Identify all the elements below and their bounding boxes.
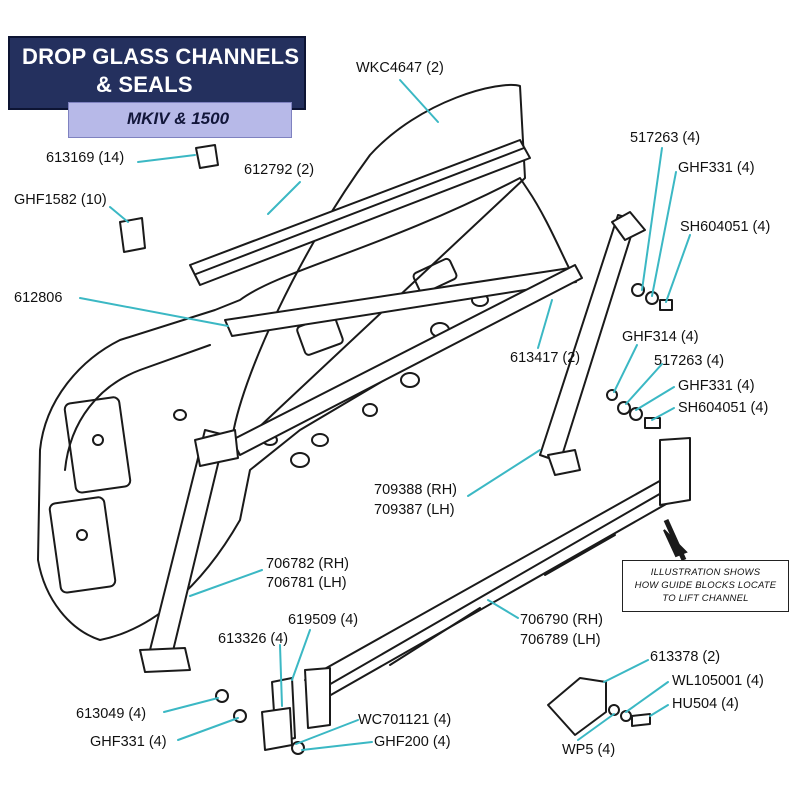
leader-709388: [467, 449, 541, 497]
title-line1: DROP GLASS CHANNELS: [22, 44, 300, 69]
leader-ghf1582: [109, 206, 129, 223]
leader-612806: [79, 297, 229, 327]
subtitle-banner: MKIV & 1500: [68, 102, 292, 138]
leader-517263-mid: [625, 363, 663, 405]
label-706781: 706781 (LH): [266, 575, 347, 591]
label-706790: 706790 (RH): [520, 612, 604, 628]
leader-sh604051-top: [665, 234, 691, 303]
label-613169: 613169 (14): [46, 150, 125, 166]
label-706789: 706789 (LH): [520, 632, 601, 648]
label-613049: 613049 (4): [76, 706, 147, 722]
leader-613378: [603, 659, 649, 683]
label-709388: 709388 (RH): [374, 482, 458, 498]
label-709387: 709387 (LH): [374, 502, 455, 518]
leader-619509: [291, 629, 311, 681]
leader-ghf200: [301, 741, 373, 751]
drop-glass: [231, 84, 526, 446]
label-ghf200: GHF200 (4): [374, 734, 451, 750]
subtitle-text: MKIV & 1500: [127, 109, 230, 128]
note-line3: TO LIFT CHANNEL: [662, 593, 749, 604]
label-613378: 613378 (2): [650, 649, 721, 665]
leader-wc701121: [295, 719, 359, 745]
label-wc701121: WC701121 (4): [358, 712, 452, 728]
leader-706790: [487, 599, 519, 619]
label-517263-top: 517263 (4): [630, 130, 701, 146]
label-ghf331-bot: GHF331 (4): [90, 734, 167, 750]
leader-wp5: [577, 713, 615, 741]
label-wl105001: WL105001 (4): [672, 673, 764, 689]
leader-hu504: [649, 704, 669, 717]
leader-613169: [137, 154, 196, 163]
bracket-613378: [547, 677, 607, 736]
label-ghf314: GHF314 (4): [622, 329, 699, 345]
label-sh604051-top: SH604051 (4): [680, 219, 771, 235]
label-706782: 706782 (RH): [266, 556, 350, 572]
title-banner: DROP GLASS CHANNELS & SEALS: [8, 36, 306, 110]
door-panel-inner: [64, 344, 211, 471]
leader-ghf331-mid: [635, 386, 675, 411]
leader-ghf314: [613, 344, 638, 393]
title-line2: & SEALS: [96, 72, 193, 97]
guide-block-613326: [261, 707, 293, 751]
label-hu504: HU504 (4): [672, 696, 739, 712]
leader-706782: [189, 569, 263, 597]
note-line1: ILLUSTRATION SHOWS: [650, 567, 761, 578]
label-517263-mid: 517263 (4): [654, 353, 725, 369]
hinge-pad-lower: [48, 496, 117, 594]
leader-wkc4647: [399, 79, 439, 123]
label-wkc4647: WKC4647 (2): [356, 60, 444, 76]
leader-613417: [537, 299, 553, 349]
leader-wl105001: [625, 681, 669, 713]
label-wp5: WP5 (4): [562, 742, 616, 758]
leader-613049: [163, 697, 219, 713]
leader-613326: [279, 644, 283, 707]
note-line2: HOW GUIDE BLOCKS LOCATE: [634, 580, 777, 591]
door-panel-outline: [37, 177, 571, 641]
label-ghf331-mid: GHF331 (4): [678, 378, 755, 394]
label-613326: 613326 (4): [218, 631, 289, 647]
clip-613169: [195, 144, 219, 169]
top-channel: [189, 139, 531, 286]
label-ghf331-top: GHF331 (4): [678, 160, 755, 176]
label-619509: 619509 (4): [288, 612, 359, 628]
label-612792: 612792 (2): [244, 162, 315, 178]
label-612806: 612806: [14, 290, 63, 306]
leader-ghf331-bot: [177, 717, 239, 741]
label-613417: 613417 (2): [510, 350, 581, 366]
clip-ghf1582: [119, 217, 146, 253]
label-ghf1582: GHF1582 (10): [14, 192, 107, 208]
label-sh604051-mid: SH604051 (4): [678, 400, 769, 416]
illustration-note: ILLUSTRATION SHOWS HOW GUIDE BLOCKS LOCA…: [622, 560, 789, 612]
leader-612792: [267, 181, 301, 215]
hinge-pad-upper: [63, 396, 132, 494]
leader-sh604051-mid: [651, 407, 675, 421]
leader-517263-top: [641, 147, 663, 291]
leader-ghf331-top: [651, 171, 677, 297]
